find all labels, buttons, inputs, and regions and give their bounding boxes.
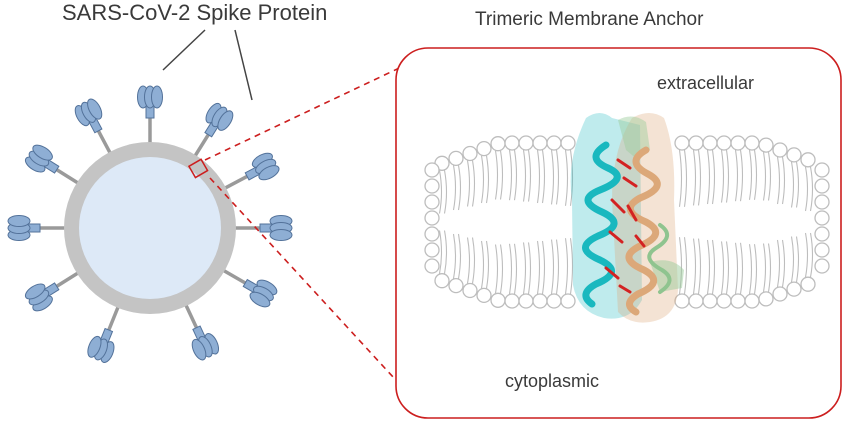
lipid-molecule — [674, 135, 690, 207]
spike-protein — [7, 215, 66, 241]
spike-stalk — [106, 305, 121, 333]
lipid-molecule — [758, 137, 774, 201]
lipid-bilayer — [424, 135, 830, 309]
extracellular-label: extracellular — [657, 73, 755, 93]
lipid-molecule — [476, 240, 492, 304]
lipid-head — [424, 210, 440, 226]
spike-protein — [74, 98, 113, 155]
lipid-molecule — [546, 239, 562, 309]
spike-head-lobe — [217, 110, 234, 131]
highlighted-residues — [604, 158, 646, 294]
spike-head-lobe — [249, 291, 271, 308]
lipid-molecule — [518, 242, 534, 309]
lipid-head — [424, 258, 440, 274]
spike-protein — [193, 102, 234, 158]
lipid-molecule — [560, 238, 576, 309]
lipid-molecule — [716, 241, 732, 309]
spike-proteins — [7, 85, 293, 363]
lipid-head — [424, 178, 440, 194]
zoom-line-top — [204, 61, 413, 161]
lipid-molecule — [518, 135, 534, 202]
lipid-molecule — [476, 140, 492, 204]
lipid-molecule — [800, 232, 816, 292]
spike-stalk — [221, 268, 248, 286]
virion-interior — [79, 157, 221, 299]
lipid-head — [424, 226, 440, 242]
spike-protein — [234, 215, 293, 241]
lipid-head — [814, 242, 830, 258]
spike-head-lobe — [269, 229, 293, 241]
lipid-head — [424, 162, 440, 178]
spike-head-lobe — [151, 85, 163, 109]
lipid-molecule — [462, 237, 478, 299]
title-leader-line — [234, 29, 253, 101]
cytoplasmic-label: cytoplasmic — [505, 371, 600, 391]
lipid-molecule — [730, 242, 746, 309]
membrane-anchor-title: Trimeric Membrane Anchor — [475, 9, 704, 30]
lipid-molecule — [688, 135, 704, 206]
spike-head-lobe — [87, 335, 102, 358]
lipid-molecule — [786, 147, 802, 208]
helix-green — [647, 223, 672, 294]
spike-stalk — [183, 303, 199, 331]
spike-protein-title: SARS-CoV-2 Spike Protein — [62, 0, 328, 25]
lipid-molecule — [744, 135, 760, 200]
spike-protein — [223, 152, 280, 191]
spike-stalk — [95, 128, 113, 155]
lipid-molecule — [560, 135, 576, 206]
lipid-head — [814, 194, 830, 210]
spike-protein — [24, 271, 80, 312]
spike-head-lobe — [258, 165, 280, 181]
lipid-molecule — [462, 145, 478, 207]
spike-stalk — [223, 173, 250, 191]
lipid-molecule — [434, 230, 450, 289]
lipid-head — [814, 178, 830, 194]
lipid-molecule — [800, 152, 816, 212]
helix-tan — [625, 146, 661, 316]
helix-cyan — [582, 141, 621, 308]
lipid-head — [814, 210, 830, 226]
lipid-head — [424, 194, 440, 210]
spike-head-lobe — [7, 215, 31, 227]
lipid-molecule — [730, 135, 746, 202]
lipid-molecule — [772, 142, 788, 205]
lipid-molecule — [504, 135, 520, 201]
lipid-head — [814, 226, 830, 242]
title-leader-line — [162, 29, 206, 71]
lipid-molecule — [532, 135, 548, 204]
spike-head-lobe — [87, 98, 103, 120]
lipid-molecule — [758, 243, 774, 307]
lipid-head — [814, 162, 830, 178]
spike-stalk — [193, 132, 211, 158]
lipid-molecule — [772, 239, 788, 302]
lipid-molecule — [674, 237, 690, 309]
lipid-molecule — [786, 236, 802, 297]
spike-protein — [24, 144, 80, 185]
spike-protein — [183, 303, 220, 361]
zoom-line-bottom — [209, 177, 406, 391]
spike-protein — [221, 268, 278, 308]
lipid-molecule — [448, 233, 464, 294]
spike-head-lobe — [24, 283, 46, 300]
lipid-head — [424, 242, 440, 258]
spike-protein — [137, 85, 163, 144]
trimer-protein — [570, 113, 684, 323]
spike-head-lobe — [32, 144, 53, 161]
lipid-head — [814, 258, 830, 274]
spike-stalk — [54, 271, 80, 289]
lipid-molecule — [490, 136, 506, 200]
lipid-molecule — [532, 240, 548, 309]
lipid-molecule — [744, 244, 760, 309]
lipid-molecule — [448, 150, 464, 211]
spike-stalk — [54, 167, 80, 185]
spike-head-lobe — [191, 338, 207, 361]
zoom-region-marker — [187, 158, 209, 179]
spike-protein — [87, 305, 121, 363]
